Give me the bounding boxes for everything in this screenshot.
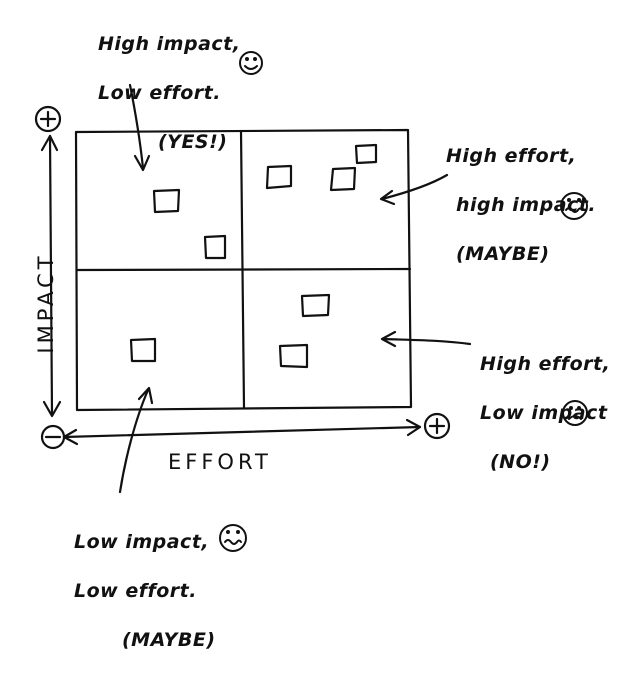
effort-impact-matrix: IMPACT EFFORT High impact, Low effort. (…: [34, 8, 615, 651]
y-axis-line: [48, 134, 54, 417]
arrow-top-right-note: [380, 173, 449, 201]
note-top-right-line2: high impact.: [456, 193, 597, 216]
wavy-mouth-icon: [560, 192, 588, 220]
plus-icon: [39, 110, 57, 128]
note-bottom-left: Low impact, Low effort. (MAYBE): [74, 506, 234, 676]
note-bottom-right-line2: Low impact: [480, 401, 608, 424]
matrix-drawing: [34, 51, 588, 552]
smile-icon: [239, 51, 263, 75]
sticky-note: [265, 164, 293, 190]
sticky-note: [300, 293, 331, 318]
y-axis-label: IMPACT: [34, 248, 60, 358]
sticky-note: [278, 343, 309, 369]
note-top-right-line1: High effort,: [446, 145, 577, 168]
x-axis-line: [62, 425, 422, 439]
note-bottom-right: High effort, Low impact (NO!): [480, 328, 615, 498]
note-bottom-left-line2: Low effort.: [74, 579, 197, 602]
sticky-note: [129, 337, 157, 363]
x-axis-label-text: EFFORT: [168, 450, 272, 474]
arrow-bottom-left-note-head: [137, 386, 154, 405]
note-bottom-left-line1: Low impact,: [74, 531, 210, 554]
note-bottom-right-tag: (NO!): [490, 450, 551, 473]
note-bottom-right-line1: High effort,: [480, 353, 611, 376]
note-bottom-left-tag: (MAYBE): [122, 628, 216, 651]
y-axis-arrowhead-top: [40, 134, 59, 152]
sticky-note: [203, 234, 227, 260]
note-top-left-line1: High impact,: [98, 33, 241, 56]
grid-horizontal-divider: [75, 267, 412, 272]
note-top-left-line2: Low effort.: [98, 81, 221, 104]
x-axis-arrowhead-right: [405, 418, 422, 437]
arrow-top-left-note-head: [133, 154, 151, 172]
x-axis-label: EFFORT: [168, 450, 272, 474]
arrow-top-left-note: [128, 83, 145, 170]
plus-icon: [428, 417, 446, 435]
sticky-note: [152, 188, 181, 214]
arrow-bottom-left-note: [118, 388, 150, 494]
note-top-left: High impact, Low effort. (YES!): [98, 8, 268, 178]
origin-minus-circle: [40, 424, 66, 450]
arrow-bottom-right-note: [381, 337, 472, 346]
note-top-left-tag: (YES!): [158, 130, 228, 153]
arrow-bottom-right-note-head: [380, 330, 397, 348]
note-top-right-tag: (MAYBE): [456, 242, 550, 265]
x-axis-plus-circle: [423, 412, 451, 440]
note-top-right: High effort, high impact. (MAYBE): [446, 120, 611, 290]
frown-icon: [562, 400, 588, 426]
y-axis-label-text: IMPACT: [34, 252, 58, 354]
y-axis-arrowhead-bottom: [42, 400, 62, 418]
sticky-note: [354, 143, 378, 165]
arrow-top-right-note-head: [379, 189, 396, 206]
sticky-note: [329, 166, 357, 192]
wavy-mouth-icon: [219, 524, 247, 552]
grid-outer-box: [74, 128, 413, 412]
y-axis-plus-circle: [34, 105, 62, 133]
